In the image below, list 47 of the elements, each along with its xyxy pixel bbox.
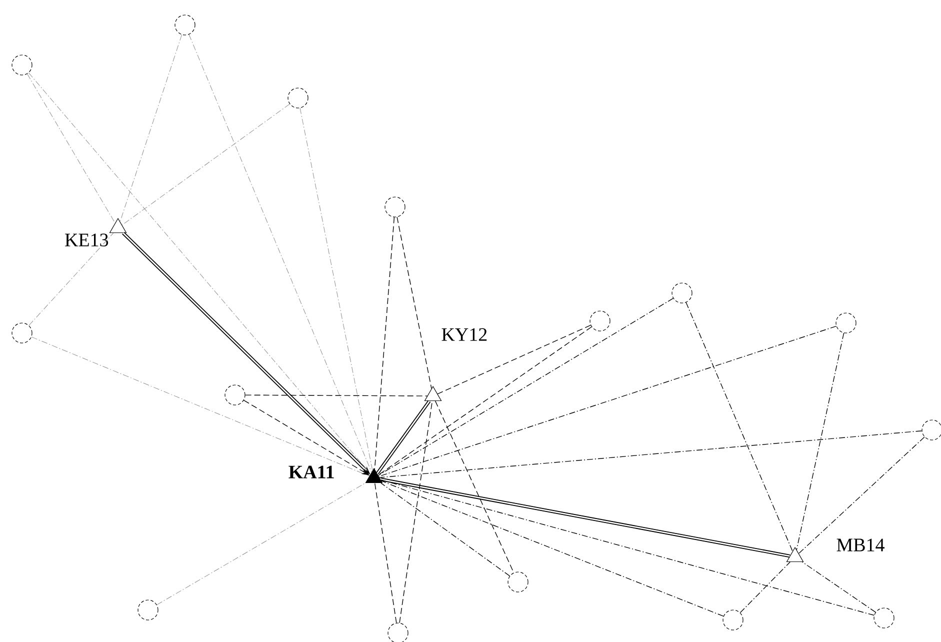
circle-node bbox=[138, 600, 158, 620]
connector-line bbox=[686, 302, 793, 552]
circle-node bbox=[672, 282, 692, 304]
connector-line bbox=[798, 436, 925, 554]
connector-line bbox=[374, 216, 395, 470]
connector-line bbox=[380, 478, 790, 558]
connector-line bbox=[437, 324, 591, 394]
circle-node bbox=[874, 608, 894, 628]
connector-line bbox=[399, 400, 433, 624]
connector-line bbox=[28, 232, 114, 326]
circle-node bbox=[722, 610, 744, 630]
connector-line bbox=[380, 482, 510, 576]
connector-line bbox=[376, 400, 431, 474]
connector-line bbox=[380, 480, 874, 616]
connector-line bbox=[378, 298, 674, 476]
connector-line bbox=[434, 400, 514, 573]
connector-line bbox=[120, 34, 182, 222]
connector-line bbox=[374, 482, 397, 624]
circle-node bbox=[224, 384, 246, 406]
connector-line bbox=[740, 562, 790, 613]
circle-node bbox=[12, 322, 32, 344]
connector-line bbox=[381, 480, 724, 617]
circle-node bbox=[508, 572, 528, 592]
connector-line bbox=[300, 108, 373, 471]
node-label: KY12 bbox=[442, 328, 487, 341]
circle-node bbox=[12, 54, 32, 76]
connector-line bbox=[244, 394, 428, 396]
connector-line bbox=[28, 72, 371, 474]
connector-line bbox=[802, 562, 876, 613]
connector-line bbox=[26, 74, 116, 224]
node-label: KA11 bbox=[288, 466, 334, 478]
circle-node bbox=[174, 14, 196, 36]
node-label: KE13 bbox=[65, 234, 108, 246]
connector-line bbox=[378, 326, 592, 476]
connector-line bbox=[156, 482, 366, 606]
circle-node bbox=[590, 310, 610, 332]
connector-line bbox=[796, 332, 844, 550]
connector-line bbox=[31, 336, 370, 476]
circle-node bbox=[384, 196, 406, 218]
circle-node bbox=[288, 88, 308, 108]
circle-node bbox=[836, 312, 856, 334]
node-label: MB14 bbox=[836, 538, 884, 552]
connector-line bbox=[122, 104, 290, 226]
connector-line bbox=[396, 216, 432, 389]
connector-line bbox=[379, 430, 922, 478]
connector-line bbox=[378, 326, 837, 477]
connector-line bbox=[188, 34, 372, 472]
